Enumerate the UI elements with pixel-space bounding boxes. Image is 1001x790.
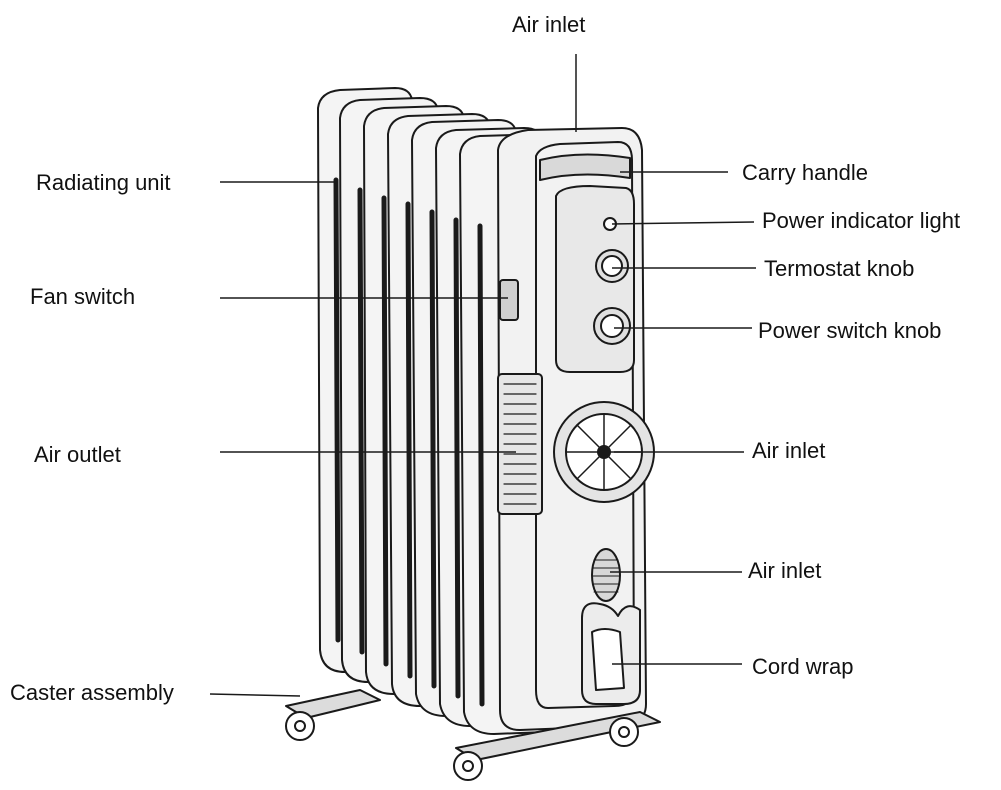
label-radiating-unit: Radiating unit (36, 170, 171, 195)
caster-assembly-shape (285, 689, 661, 781)
label-air-inlet-lower: Air inlet (748, 558, 822, 583)
label-termostat-knob: Termostat knob (764, 256, 915, 281)
lower-air-inlet-grille (591, 548, 621, 602)
label-cord-wrap: Cord wrap (752, 654, 854, 679)
label-air-outlet: Air outlet (34, 442, 121, 467)
carry-handle (539, 153, 631, 181)
label-power-indicator-light: Power indicator light (762, 208, 961, 233)
label-power-switch-knob: Power switch knob (758, 318, 942, 343)
label-caster-assembly: Caster assembly (10, 680, 174, 705)
label-fan-switch: Fan switch (30, 284, 136, 309)
fan-switch-shape (499, 279, 519, 321)
label-air-inlet-fan: Air inlet (752, 438, 826, 463)
label-air-inlet-top: Air inlet (512, 12, 586, 37)
leader-lines (209, 54, 756, 697)
label-carry-handle: Carry handle (742, 160, 868, 185)
